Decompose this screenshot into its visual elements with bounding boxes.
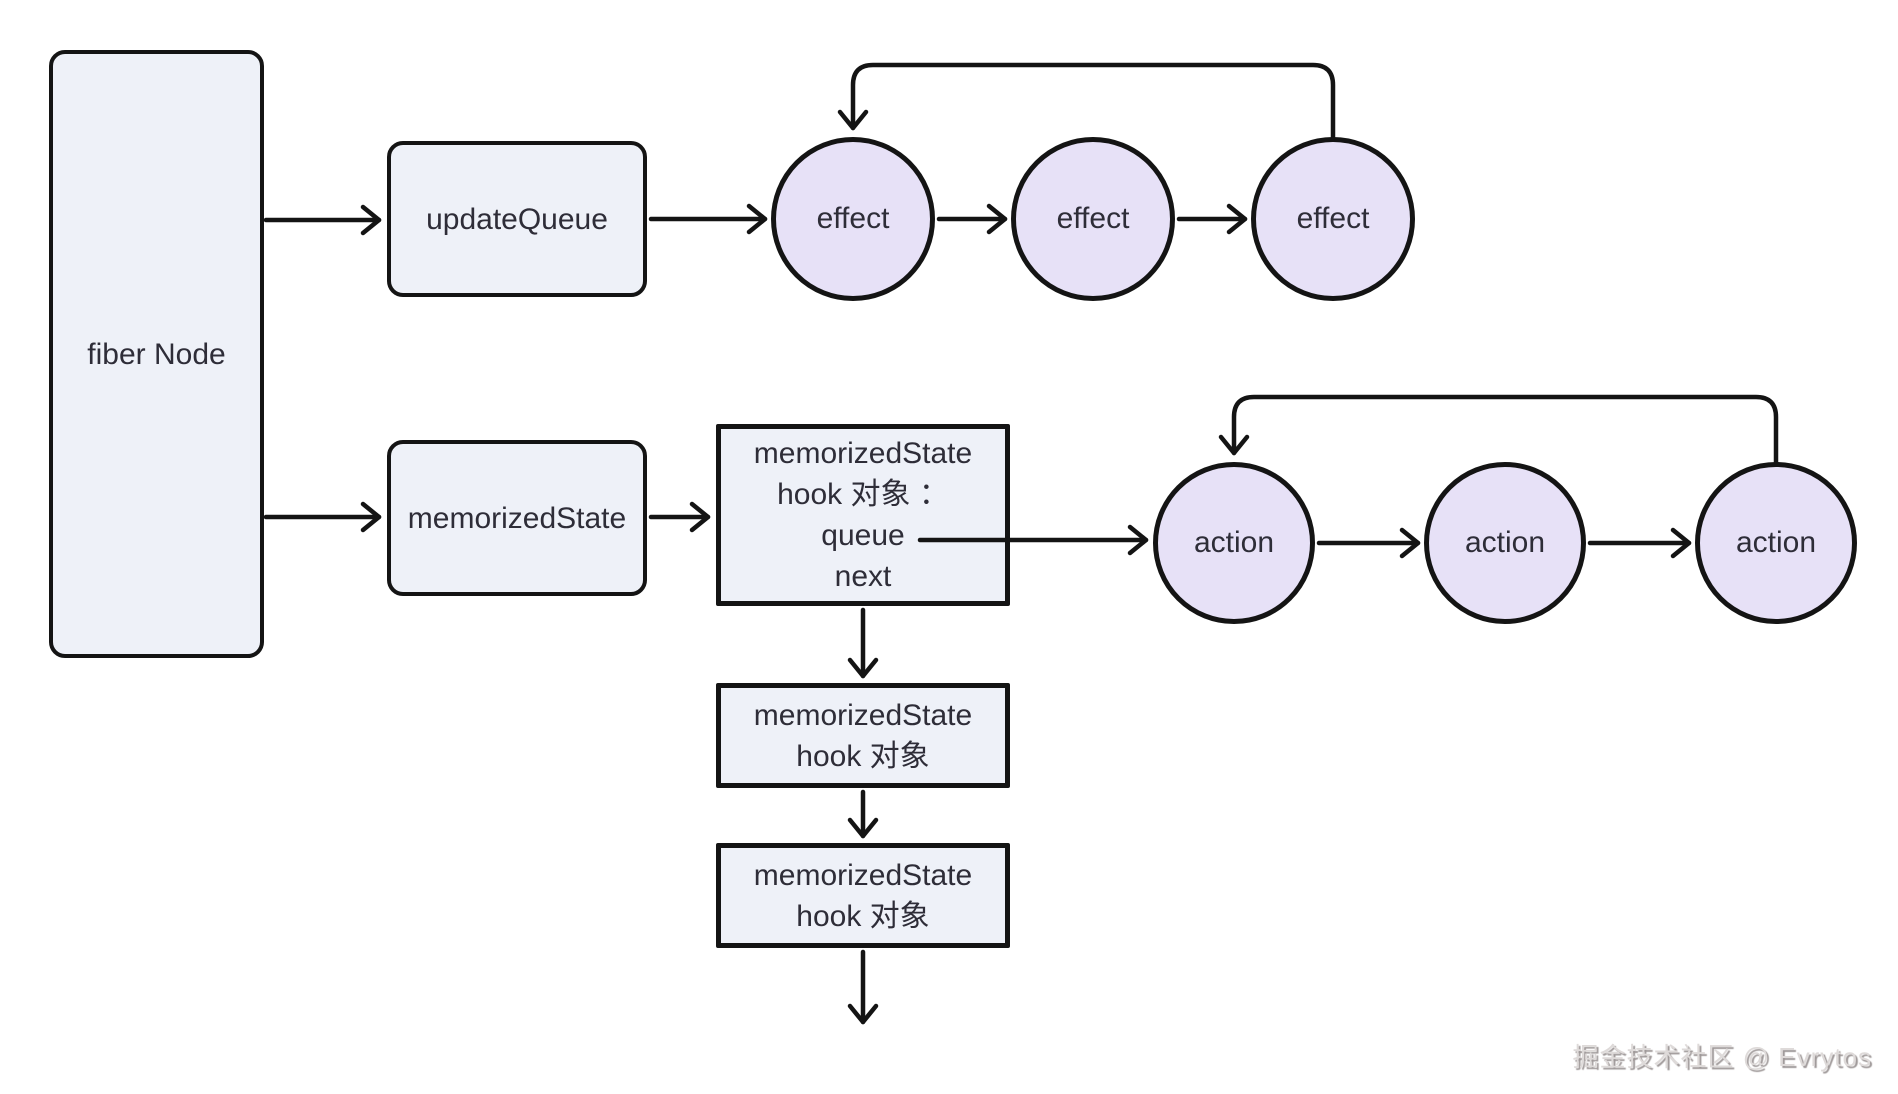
action-label-3: action	[1735, 526, 1817, 559]
action-label-1: action	[1193, 526, 1275, 559]
arrow-effect-loop	[837, 62, 1336, 140]
action-node-1: action	[1153, 462, 1315, 624]
action-label-2: action	[1464, 526, 1546, 559]
action-node-2: action	[1424, 462, 1586, 624]
effect-node-3: effect	[1251, 137, 1415, 301]
arrow-action-loop	[1218, 394, 1779, 465]
hook-box-1-line-2: hook 对象	[796, 739, 930, 773]
hook-box-1: memorizedState hook 对象	[716, 683, 1010, 788]
effect-label-2: effect	[1056, 202, 1130, 235]
update-queue-box: updateQueue	[387, 141, 647, 297]
effect-label-1: effect	[816, 202, 890, 235]
hook-box-2-line-2: hook 对象	[796, 899, 930, 933]
hook-object-line-next: next	[834, 560, 892, 593]
watermark-text: 掘金技术社区 @ Evrytos	[1572, 1042, 1872, 1072]
effect-label-3: effect	[1296, 202, 1370, 235]
hook-box-1-line-1: memorizedState	[753, 698, 973, 732]
effect-node-1: effect	[771, 137, 935, 301]
fiber-node-label: fiber Node	[87, 337, 226, 371]
hook-object-box: memorizedState hook 对象 ： queue next	[716, 424, 1010, 606]
hook-box-2: memorizedState hook 对象	[716, 843, 1010, 948]
hook-object-line-queue: queue	[821, 519, 905, 552]
fiber-node-box: fiber Node	[49, 50, 264, 658]
hook-object-line-1: memorizedState	[753, 437, 973, 470]
effect-node-2: effect	[1011, 137, 1175, 301]
update-queue-label: updateQueue	[426, 202, 608, 236]
hook-box-2-line-1: memorizedState	[753, 858, 973, 892]
memorized-state-label: memorizedState	[407, 501, 627, 535]
hook-object-line-2: hook 对象 ：	[777, 478, 949, 511]
action-node-3: action	[1695, 462, 1857, 624]
memorized-state-box: memorizedState	[387, 440, 647, 596]
